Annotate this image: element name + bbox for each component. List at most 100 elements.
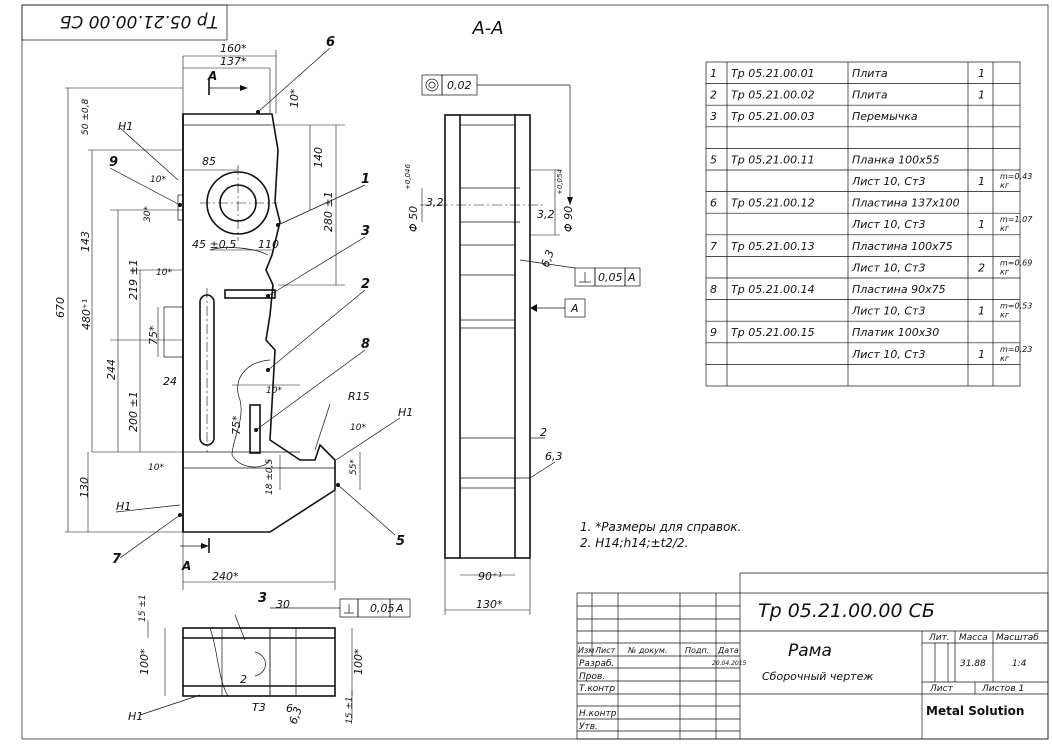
bottom-view xyxy=(139,598,411,720)
balloon-9: 9 xyxy=(109,155,118,170)
spec-cell-code: Тр 05.21.00.15 xyxy=(731,326,815,339)
bottom-dim-30: 30 xyxy=(276,598,290,611)
spec-cell-code: Тр 05.21.00.11 xyxy=(731,153,815,166)
spec-cell-note: кг xyxy=(1000,224,1010,233)
spec-cell-note: m=1,07 xyxy=(1000,215,1033,224)
spec-cell-code: Тр 05.21.00.13 xyxy=(731,240,815,253)
dim-10b: 10* xyxy=(150,175,166,185)
spec-cell-name: Планка 100x55 xyxy=(852,153,940,166)
dim-63a: 6,3 xyxy=(539,248,557,269)
bottom-tol-value: 0,05 xyxy=(370,602,395,615)
dim-30: 30* xyxy=(143,206,153,222)
dim-130: 130 xyxy=(78,477,91,498)
dim-10c: 10* xyxy=(156,268,172,278)
spec-cell-qty: 1 xyxy=(978,89,985,102)
bottom-balloon-3: 3 xyxy=(258,591,267,606)
balloon-7: 7 xyxy=(112,552,122,567)
dim-2: 2 xyxy=(540,426,547,439)
scale-value: 1:4 xyxy=(1012,659,1027,669)
row-razrab: Разраб. xyxy=(579,659,614,669)
dim-24: 24 xyxy=(163,375,177,388)
spec-cell-qty: 1 xyxy=(978,67,985,80)
spec-cell-name: Перемычка xyxy=(852,110,918,123)
spec-cell-note: кг xyxy=(1000,354,1010,363)
row-nkontr: Н.контр xyxy=(579,709,617,719)
bottom-dim-15a: 15 ±1 xyxy=(138,594,148,622)
bottom-dim-100b: 100* xyxy=(352,648,365,675)
spec-cell-pos: 3 xyxy=(710,110,717,123)
spec-cell-name: Плита xyxy=(852,89,888,102)
dim-32a: 3,2 xyxy=(426,196,444,209)
dim-32b: 3,2 xyxy=(537,208,555,221)
spec-cell-code: Тр 05.21.00.12 xyxy=(731,197,815,210)
hdr-massa: Масса xyxy=(959,633,988,643)
bottom-dim-6: 6 xyxy=(286,702,293,715)
col-doc: № докум. xyxy=(627,646,667,655)
dim-10d: 10* xyxy=(266,386,282,396)
spec-cell-qty: 1 xyxy=(978,175,985,188)
section-title: А-А xyxy=(471,18,503,39)
spec-cell-pos: 6 xyxy=(710,197,717,210)
dim-63b: 6,3 xyxy=(545,450,563,463)
spec-cell-pos: 1 xyxy=(710,67,717,80)
dim-219: 219 ±1 xyxy=(127,259,140,300)
spec-cell-name: Пластина 90x75 xyxy=(852,283,946,296)
row-utv: Утв. xyxy=(579,722,598,732)
balloon-8: 8 xyxy=(361,337,370,352)
row-date: 20.04.2015 xyxy=(712,660,747,667)
bottom-dim-15b: 15 ±1 xyxy=(345,696,355,724)
dim-110: 110 xyxy=(258,238,279,251)
dim-90: 90⁺¹ xyxy=(478,570,502,583)
row-prov: Пров. xyxy=(579,672,605,682)
spec-cell-code: Тр 05.21.00.03 xyxy=(731,110,815,123)
mass-value: 31.88 xyxy=(960,659,986,669)
spec-cell-name: Пластина 137x100 xyxy=(852,197,960,210)
title-block xyxy=(576,572,1049,740)
bottom-dim-t3: Т3 xyxy=(252,701,266,714)
dim-480: 480⁺¹ xyxy=(80,299,93,330)
spec-cell-code: Тр 05.21.00.01 xyxy=(731,67,815,80)
col-sign: Подп. xyxy=(685,646,709,655)
dim-244: 244 xyxy=(105,359,118,380)
spec-cell-qty: 1 xyxy=(978,348,985,361)
bottom-tol-ref: A xyxy=(395,602,404,615)
note-1: 1. *Размеры для справок. xyxy=(580,520,741,534)
front-outline xyxy=(182,113,336,533)
spec-cell-pos: 9 xyxy=(710,326,717,339)
spec-cell-note: кг xyxy=(1000,181,1010,190)
company-name: Metal Solution xyxy=(926,704,1024,718)
balloon-1: 1 xyxy=(361,172,370,187)
balloon-3: 3 xyxy=(361,224,370,239)
spec-cell-name: Лист 10, Ст3 xyxy=(851,305,925,318)
hdr-list: Лист xyxy=(929,684,954,694)
label-h1-b: H1 xyxy=(398,406,413,419)
front-view xyxy=(65,47,401,590)
spec-cell-name: Лист 10, Ст3 xyxy=(851,348,925,361)
note-2: 2. H14;h14;±t2/2. xyxy=(580,536,688,550)
col-izm: Изм xyxy=(578,646,594,655)
section-arrow-a-bottom: A xyxy=(181,559,191,573)
dim-75b: 75* xyxy=(230,415,243,435)
dim-phi90-tol: +0,054 xyxy=(556,169,564,195)
label-h1-a: H1 xyxy=(118,120,133,133)
col-list: Лист xyxy=(594,646,616,655)
spec-cell-qty: 2 xyxy=(978,261,985,274)
spec-cell-pos: 7 xyxy=(710,240,717,253)
label-h1-c: H1 xyxy=(116,500,131,513)
dim-85: 85 xyxy=(202,155,216,168)
row-tkontr: Т.контр xyxy=(579,684,615,694)
dim-10e: 10* xyxy=(350,423,366,433)
dim-phi50: Φ 50 xyxy=(407,206,420,232)
spec-cell-note: m=0,69 xyxy=(1000,258,1032,267)
sheet-frame xyxy=(21,4,1049,740)
rotated-stamp-text: Тр 05.21.00.00 СБ xyxy=(60,11,218,31)
spec-cell-note: кг xyxy=(1000,311,1010,320)
bottom-dim-100a: 100* xyxy=(138,648,151,675)
section-view xyxy=(420,74,641,615)
bottom-dim-2: 2 xyxy=(240,673,247,686)
dim-50: 50 ±0,8 xyxy=(81,99,91,135)
bottom-label-h1: H1 xyxy=(128,710,143,723)
hdr-listov: Листов 1 xyxy=(981,684,1024,694)
tol-mid-value: 0,05 xyxy=(598,271,623,284)
dim-18: 18 ±0,5 xyxy=(265,459,275,495)
